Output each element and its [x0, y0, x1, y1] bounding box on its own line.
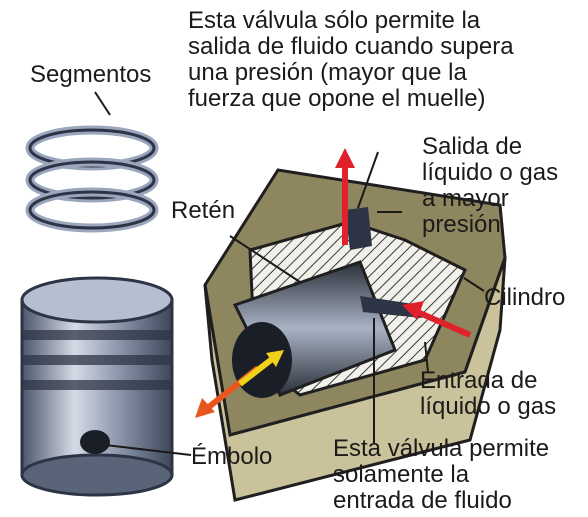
bottom-note: Esta válvula permite solamente la entrad… — [333, 436, 549, 514]
top-note-line-1: Esta válvula sólo permite la — [188, 7, 481, 34]
piston-body — [20, 276, 174, 497]
salida-line-4: presión — [422, 211, 501, 238]
cilindro-label: Cilindro — [484, 284, 566, 311]
salida-line-3: a mayor — [422, 185, 509, 212]
top-note-line-3: una presión (mayor que la — [188, 59, 467, 86]
leader-lines — [94, 91, 485, 456]
top-note: Esta válvula sólo permite la salida de f… — [188, 8, 514, 112]
bottom-note-line-1: Esta válvula permite — [333, 435, 550, 462]
embolo-label: Émbolo — [191, 443, 273, 470]
reten-label: Retén — [171, 197, 236, 224]
entrada-line-1: Entrada de — [420, 367, 538, 394]
salida-line-1: Salida de — [422, 133, 523, 160]
valve-block — [203, 168, 507, 502]
segmentos-label: Segmentos — [30, 61, 152, 88]
top-note-line-2: salida de fluido cuando supera — [188, 33, 514, 60]
entrada-label: Entrada de líquido o gas — [420, 368, 556, 420]
salida-line-2: líquido o gas — [422, 159, 559, 186]
salida-label: Salida de líquido o gas a mayor presión — [422, 134, 558, 238]
top-note-line-4: fuerza que opone el muelle) — [188, 85, 486, 112]
piston-rings — [25, 125, 159, 233]
entrada-line-2: líquido o gas — [420, 393, 557, 420]
flow-arrows — [195, 148, 472, 418]
bottom-note-line-3: entrada de fluido — [333, 487, 512, 514]
bottom-note-line-2: solamente la — [333, 461, 470, 488]
